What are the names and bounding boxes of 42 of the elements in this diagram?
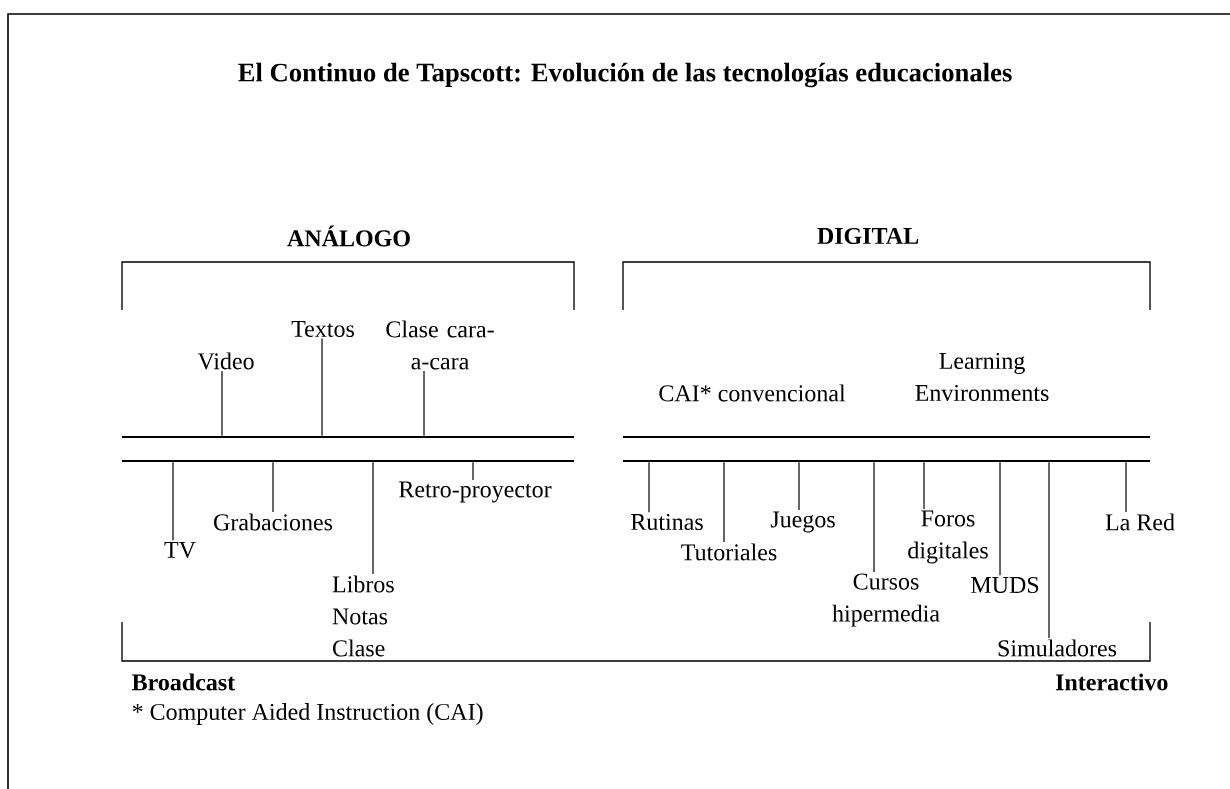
item-label: Retro-proyector bbox=[399, 481, 552, 503]
timeline-line bbox=[122, 436, 574, 438]
leader-line bbox=[272, 461, 274, 513]
leader-line bbox=[723, 461, 725, 543]
item-label: MUDS bbox=[971, 576, 1039, 594]
title: El Continuo de Tapscott: Evolución de las tecnologías educacionales bbox=[238, 62, 1012, 88]
item-label: Textos bbox=[291, 321, 354, 337]
heading: DIGITAL bbox=[817, 227, 919, 245]
leader-line bbox=[798, 461, 800, 511]
leader-line bbox=[472, 461, 474, 481]
item-label: Foros digitales bbox=[908, 510, 988, 564]
text-label: Broadcast bbox=[132, 673, 236, 691]
leader-line bbox=[321, 337, 323, 437]
leader-line bbox=[648, 461, 650, 513]
item-label: Tutoriales bbox=[681, 543, 777, 561]
leader-line bbox=[172, 461, 174, 541]
item-label: Libros Notas Clase bbox=[332, 575, 394, 657]
item-label: Clase cara-a-cara bbox=[386, 320, 494, 370]
text-label: CAI* convencional bbox=[659, 384, 846, 402]
item-label: La Red bbox=[1105, 513, 1175, 531]
footnote: * Computer Aided Instruction (CAI) bbox=[132, 703, 483, 725]
timeline-line bbox=[623, 460, 1150, 462]
leader-line bbox=[221, 370, 223, 437]
text-label: Learning Environments bbox=[915, 352, 1049, 402]
item-label: Simuladores bbox=[998, 639, 1117, 657]
text-label: Interactivo bbox=[1055, 673, 1168, 691]
leader-line bbox=[999, 461, 1001, 576]
item-label: Grabaciones bbox=[214, 513, 333, 531]
leader-line bbox=[923, 461, 925, 510]
leader-line bbox=[372, 461, 374, 575]
item-label: Rutinas bbox=[631, 513, 703, 531]
heading: ANÁLOGO bbox=[287, 225, 410, 247]
item-label: Cursos hipermedia bbox=[832, 573, 940, 627]
item-label: TV bbox=[164, 541, 196, 559]
leader-line bbox=[873, 461, 875, 573]
timeline-line bbox=[122, 460, 574, 462]
leader-line bbox=[423, 370, 425, 437]
leader-line bbox=[1125, 461, 1127, 513]
item-label: Juegos bbox=[770, 511, 835, 533]
item-label: Video bbox=[197, 352, 254, 370]
timeline-line bbox=[623, 436, 1150, 438]
leader-line bbox=[1048, 461, 1050, 639]
